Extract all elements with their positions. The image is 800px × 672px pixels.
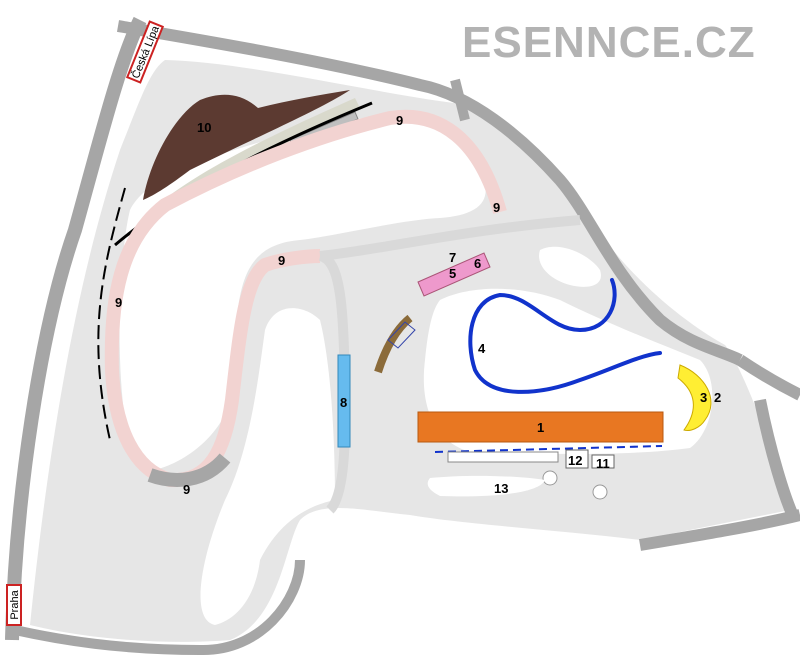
- roundabout-1: [542, 470, 558, 486]
- south-road: [639, 509, 800, 551]
- label-1: 1: [537, 420, 544, 435]
- label-9-bottom: 9: [183, 482, 190, 497]
- label-7: 7: [449, 250, 456, 265]
- label-5: 5: [449, 266, 456, 281]
- north-road: [116, 20, 743, 366]
- main-building: [417, 411, 664, 443]
- ramp-bridge: [387, 321, 416, 349]
- label-8: 8: [340, 395, 347, 410]
- building-12: [565, 449, 589, 469]
- bottom-road: [13, 559, 305, 656]
- label-9-top: 9: [396, 113, 403, 128]
- ramp: [374, 314, 413, 374]
- track-loop: [104, 109, 507, 488]
- label-10: 10: [197, 120, 211, 135]
- label-9-left: 9: [115, 295, 122, 310]
- label-11: 11: [596, 456, 610, 471]
- label-3: 3: [700, 390, 707, 405]
- infield-white-inner: [200, 308, 335, 625]
- pink-area: [417, 252, 491, 297]
- label-9-right: 9: [493, 200, 500, 215]
- parking-area: [427, 475, 545, 497]
- building-11: [591, 454, 615, 469]
- svg-text:Praha: Praha: [9, 589, 21, 619]
- label-2: 2: [714, 390, 721, 405]
- roundabout-2: [592, 484, 608, 500]
- label-6: 6: [474, 256, 481, 271]
- hairpin-white: [539, 246, 601, 287]
- east-road: [736, 355, 800, 523]
- north-spur: [450, 78, 470, 122]
- brand-logo-text: ESENNCE.CZ: [462, 18, 756, 67]
- label-4: 4: [478, 341, 486, 356]
- building-dashed-line: [434, 445, 663, 453]
- inner-road-north: [319, 215, 581, 261]
- track-gray-section: [147, 453, 231, 487]
- building-row: [447, 451, 559, 463]
- blue-strip: [337, 354, 351, 448]
- main-road: [5, 16, 147, 641]
- label-9-mid: 9: [278, 253, 285, 268]
- label-12: 12: [568, 453, 582, 468]
- dashed-barrier: [97, 187, 126, 441]
- dark-area: [143, 90, 350, 200]
- blue-track: [468, 278, 662, 394]
- yellow-curve: [677, 364, 712, 431]
- infield-white: [119, 118, 486, 471]
- sign-praha: Praha: [6, 584, 22, 626]
- label-13: 13: [494, 481, 508, 496]
